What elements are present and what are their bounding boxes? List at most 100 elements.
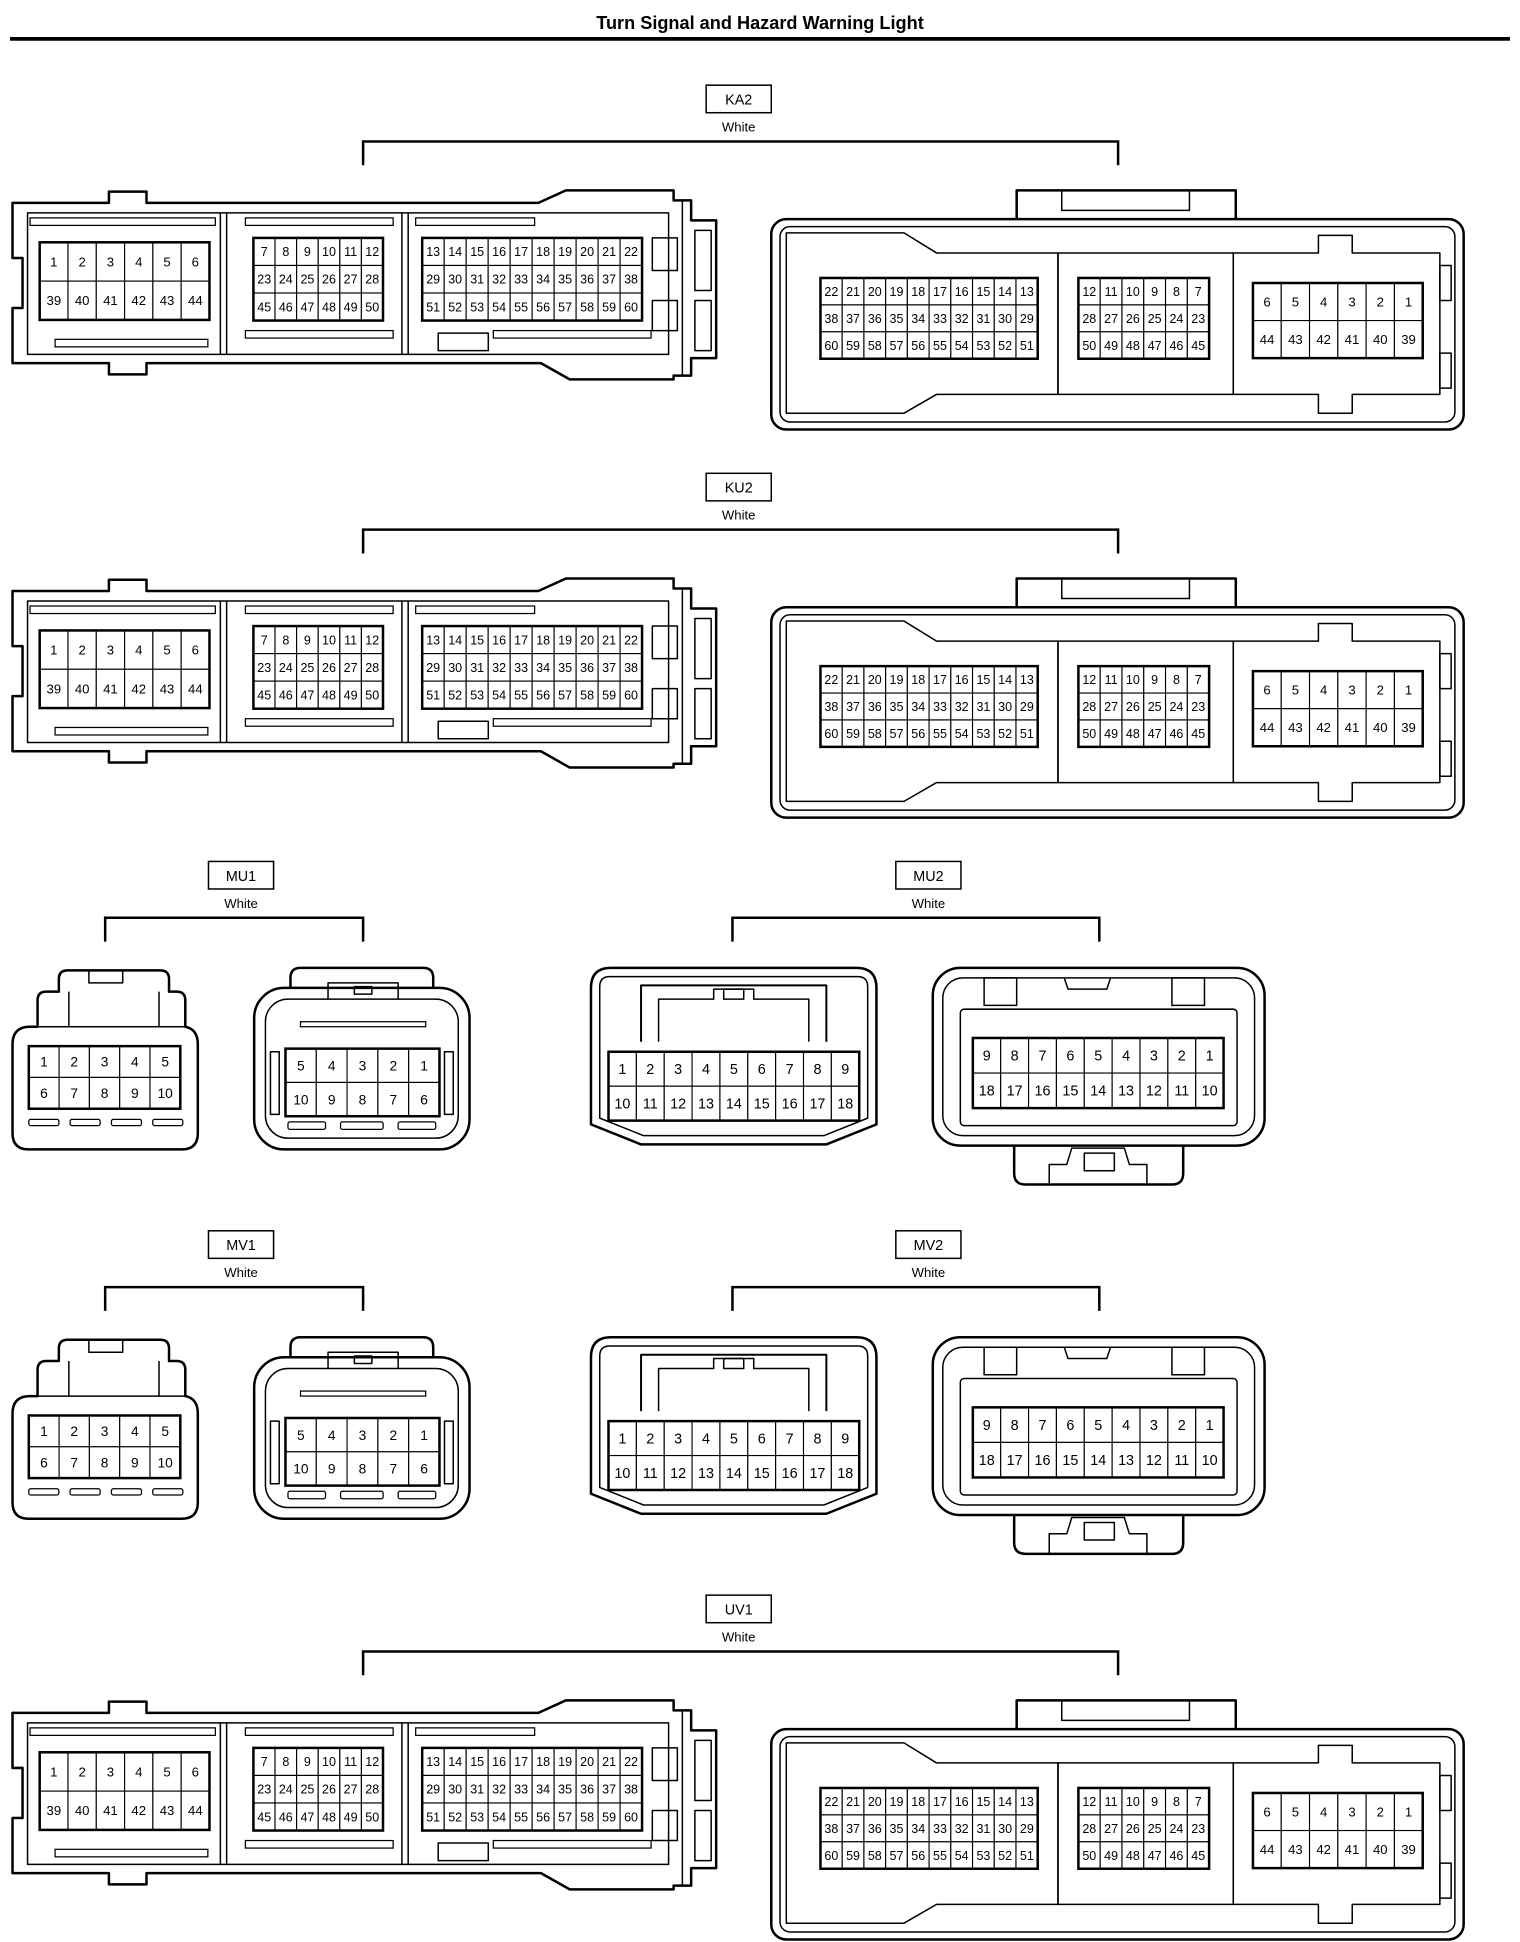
terminal-rib	[69, 1488, 101, 1496]
wire-color-label: White	[224, 896, 258, 911]
pin-number: 16	[782, 1466, 798, 1482]
pin-number: 53	[976, 1849, 990, 1863]
pin-block-frame	[607, 1419, 861, 1492]
pin-number: 15	[470, 1755, 484, 1769]
pin-cell	[747, 1420, 777, 1457]
pin-number: 48	[322, 1810, 336, 1824]
pin-cell	[180, 668, 211, 709]
pin-number: 29	[1020, 1822, 1034, 1836]
pin-number: 25	[300, 273, 314, 287]
pin-number: 58	[868, 339, 882, 353]
pin-number: 31	[976, 1822, 990, 1836]
pin-number: 8	[359, 1092, 367, 1107]
pin-number: 20	[868, 285, 882, 299]
connector-code-box	[895, 1230, 962, 1260]
pin-number: 13	[1020, 673, 1034, 687]
pin-number: 58	[580, 300, 594, 314]
pin-number: 7	[389, 1092, 397, 1107]
pin-number: 8	[1173, 285, 1180, 299]
pin-number: 1	[1405, 683, 1412, 698]
pin-number: 16	[1034, 1084, 1050, 1100]
pin-block-frame	[38, 241, 211, 322]
pin-number: 18	[911, 1795, 925, 1809]
pin-number: 39	[47, 293, 62, 308]
pin-number: 52	[448, 300, 462, 314]
pin-number: 9	[983, 1049, 991, 1065]
pin-cell	[28, 1446, 60, 1479]
pin-number: 9	[304, 245, 311, 259]
pin-number: 52	[998, 339, 1012, 353]
guide-rail	[492, 329, 652, 339]
pin-number: 49	[344, 300, 358, 314]
terminal-rib	[152, 1118, 184, 1127]
lock-notch	[88, 969, 124, 984]
pin-number: 12	[365, 245, 379, 259]
pin-number: 1	[40, 1424, 48, 1439]
guide-rib	[1439, 264, 1452, 302]
pin-number: 4	[702, 1062, 710, 1078]
pin-number: 5	[161, 1424, 169, 1439]
pin-number: 38	[624, 1783, 638, 1797]
pin-block-frame	[284, 1416, 441, 1487]
pin-number: 52	[998, 1849, 1012, 1863]
pin-number: 9	[1151, 673, 1158, 687]
pin-number: 6	[40, 1455, 48, 1470]
pin-number: 6	[192, 254, 199, 269]
pin-number: 49	[344, 1810, 358, 1824]
connector-bracket	[731, 916, 1101, 942]
pin-number: 6	[40, 1086, 48, 1101]
pin-number: 54	[492, 688, 506, 702]
housing-inner-wall	[26, 1722, 670, 1866]
pin-number: 54	[955, 1849, 969, 1863]
pin-number: 47	[300, 688, 314, 702]
pin-number: 34	[911, 1822, 925, 1836]
latch-slot	[1063, 977, 1112, 990]
pin-number: 16	[492, 633, 506, 647]
pin-number: 9	[328, 1462, 336, 1477]
pin-number: 50	[1082, 339, 1096, 353]
pin-number: 60	[624, 1810, 638, 1824]
pin-number: 20	[580, 1755, 594, 1769]
pin-number: 42	[131, 1803, 146, 1818]
pin-number: 28	[1082, 700, 1096, 714]
latch-slot	[1060, 1699, 1191, 1722]
pin-number: 55	[514, 1810, 528, 1824]
pin-number: 30	[448, 1783, 462, 1797]
terminal-rib	[397, 1121, 437, 1131]
pin-number: 5	[163, 254, 170, 269]
connector-bracket	[361, 1650, 1120, 1676]
pin-number: 27	[1104, 700, 1118, 714]
guide-rib	[1439, 352, 1452, 389]
pin-block-frame	[420, 624, 644, 710]
pin-number: 6	[758, 1432, 766, 1448]
pin-cell	[719, 1454, 749, 1491]
pin-number: 3	[107, 643, 114, 658]
latch-slot	[1060, 577, 1191, 600]
pin-number: 32	[955, 1822, 969, 1836]
pin-number: 44	[188, 1803, 203, 1818]
pin-number: 4	[135, 643, 142, 658]
pin-number: 14	[998, 285, 1012, 299]
pin-number: 41	[103, 681, 118, 696]
pin-number: 18	[837, 1097, 853, 1113]
connector-code: MU2	[913, 869, 943, 885]
connector-code: MU1	[226, 869, 256, 885]
pin-block-frame	[252, 1746, 385, 1832]
guide-rib	[1439, 1774, 1452, 1812]
pin-number: 39	[1401, 720, 1416, 735]
pin-number: 12	[1082, 1795, 1096, 1809]
pin-cell	[67, 668, 97, 709]
connector-code-box	[895, 860, 962, 890]
pin-cell	[830, 1454, 860, 1491]
pin-number: 42	[1316, 1842, 1331, 1857]
